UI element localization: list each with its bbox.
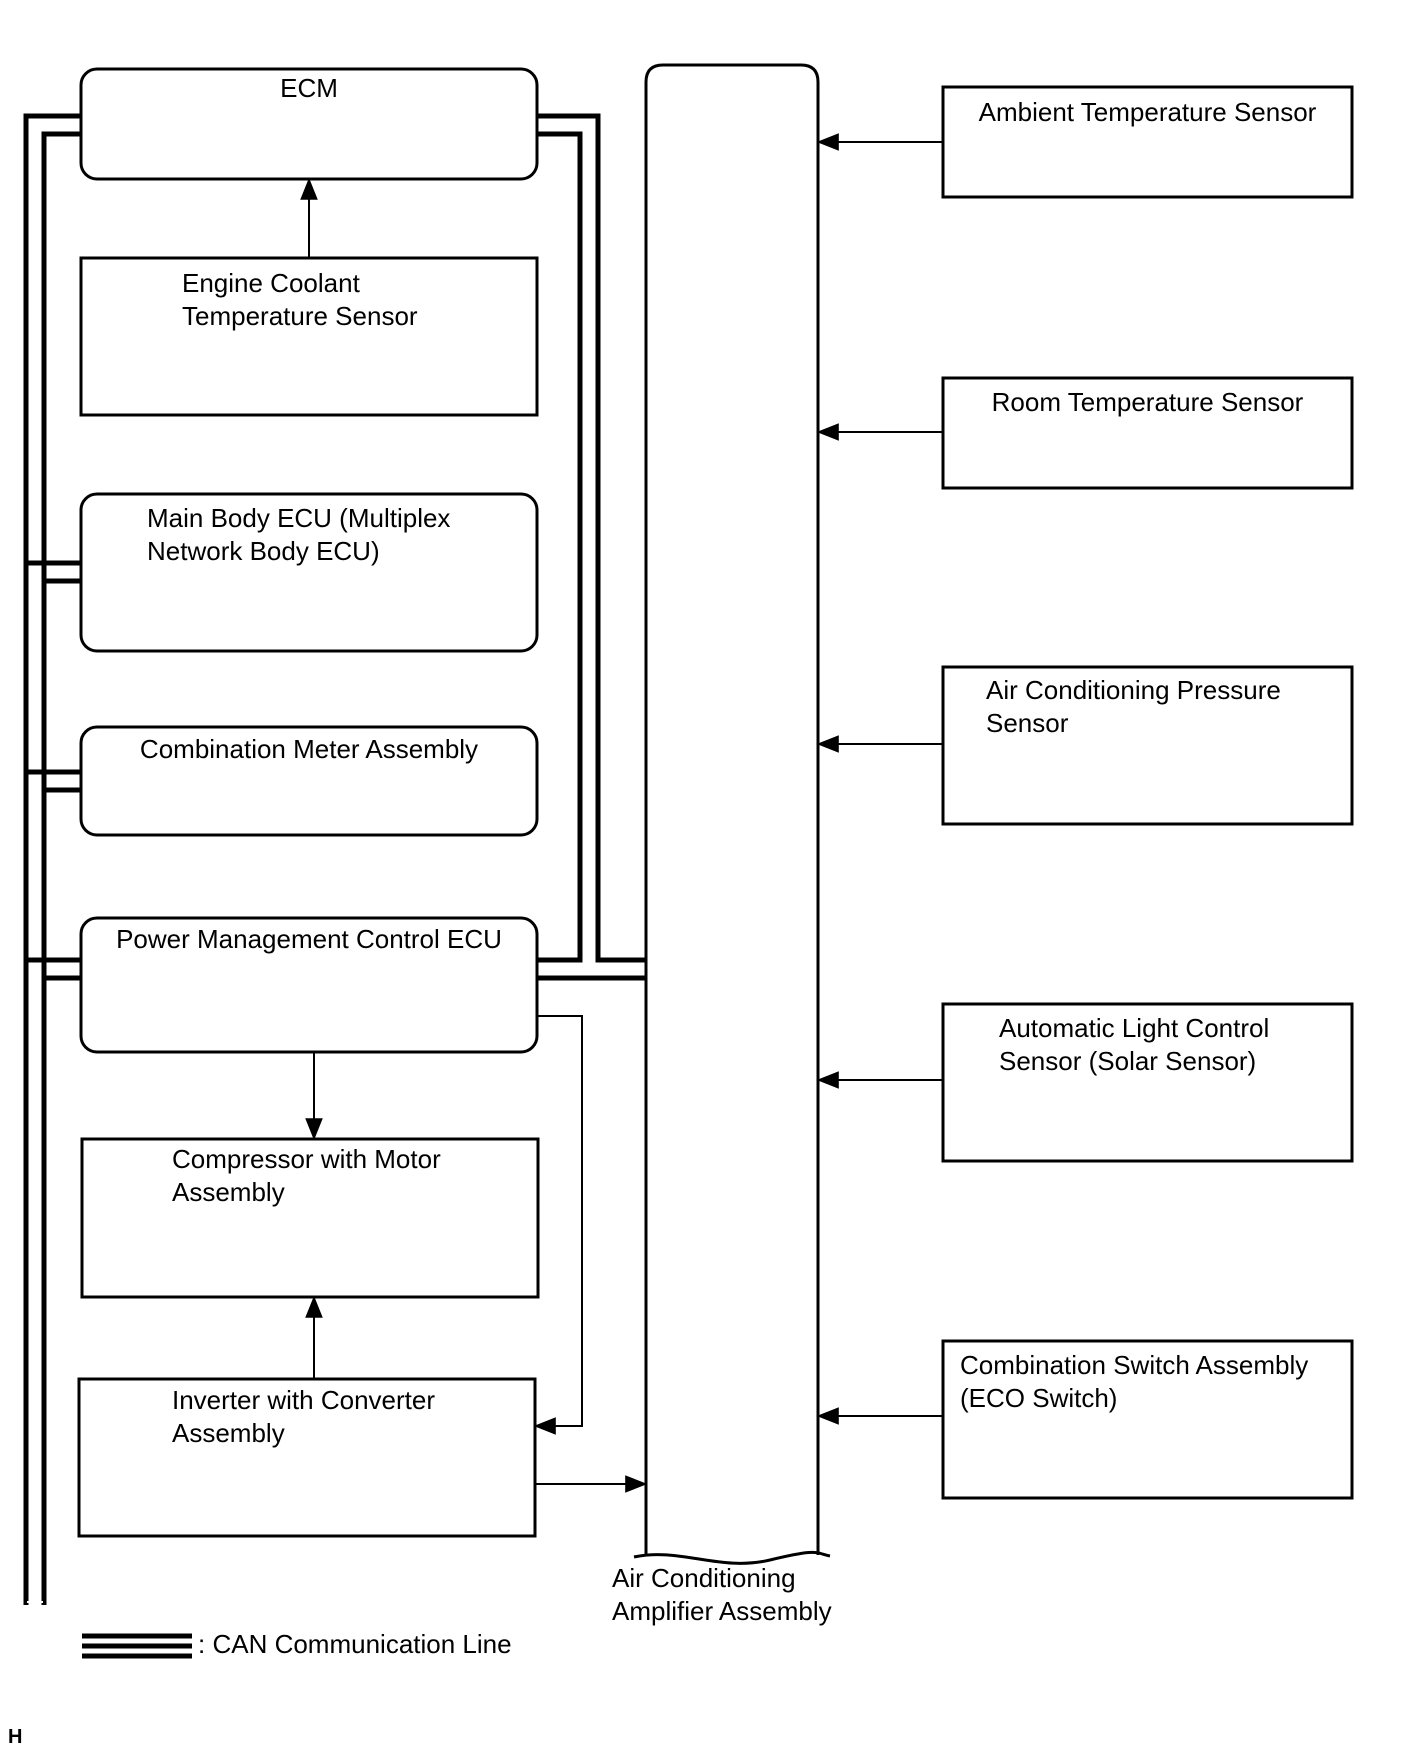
ac-pressure-label-1: Air Conditioning Pressure xyxy=(986,675,1281,705)
engine-coolant-label-1: Engine Coolant xyxy=(182,268,360,298)
compressor-label-1: Compressor with Motor xyxy=(172,1144,441,1174)
ac-pressure-label-2: Sensor xyxy=(986,708,1069,738)
ambient-temp-label: Ambient Temperature Sensor xyxy=(978,97,1317,127)
amplifier-break xyxy=(633,1550,831,1565)
legend-can-line xyxy=(82,1633,192,1659)
auto-light-box xyxy=(941,1002,1354,1163)
amplifier-label-1: Air Conditioning xyxy=(612,1563,796,1593)
auto-light-label-2: Sensor (Solar Sensor) xyxy=(999,1046,1257,1076)
main-body-ecu-box xyxy=(79,492,539,653)
legend-label: : CAN Communication Line xyxy=(198,1629,512,1659)
room-temp-label: Room Temperature Sensor xyxy=(991,387,1304,417)
compressor-label-2: Assembly xyxy=(172,1177,285,1207)
arrow-power-to-inverter xyxy=(533,1015,583,1435)
amplifier-column xyxy=(644,63,820,1555)
inverter-label-2: Assembly xyxy=(172,1418,285,1448)
combo-switch-label-1: Combination Switch Assembly xyxy=(960,1350,1309,1380)
can-left-inner xyxy=(41,131,81,1605)
auto-light-label-1: Automatic Light Control xyxy=(999,1013,1270,1043)
can-tap-power xyxy=(26,957,81,981)
main-body-label-2: Network Body ECU) xyxy=(147,536,380,566)
combo-switch-box xyxy=(941,1339,1354,1500)
inverter-label-1: Inverter with Converter xyxy=(172,1385,435,1415)
power-mgmt-ecu-box xyxy=(79,916,539,1054)
figure-mark: H xyxy=(8,1726,23,1748)
can-right-inner xyxy=(537,131,583,963)
ecm-label: ECM xyxy=(280,73,338,103)
power-mgmt-label: Power Management Control ECU xyxy=(116,924,502,954)
engine-coolant-label-2: Temperature Sensor xyxy=(182,301,418,331)
can-right-outer xyxy=(537,113,646,963)
combination-meter-box xyxy=(79,725,539,837)
can-tap-main-body xyxy=(26,560,81,584)
ac-pressure-box xyxy=(941,665,1354,826)
inverter-box xyxy=(77,1377,537,1538)
combo-switch-label-2: (ECO Switch) xyxy=(960,1383,1118,1413)
main-body-label-1: Main Body ECU (Multiplex xyxy=(147,503,451,533)
combination-meter-label: Combination Meter Assembly xyxy=(139,734,479,764)
can-tap-meter xyxy=(26,769,81,793)
amplifier-label-2: Amplifier Assembly xyxy=(612,1596,832,1626)
can-left-outer xyxy=(23,113,81,1605)
